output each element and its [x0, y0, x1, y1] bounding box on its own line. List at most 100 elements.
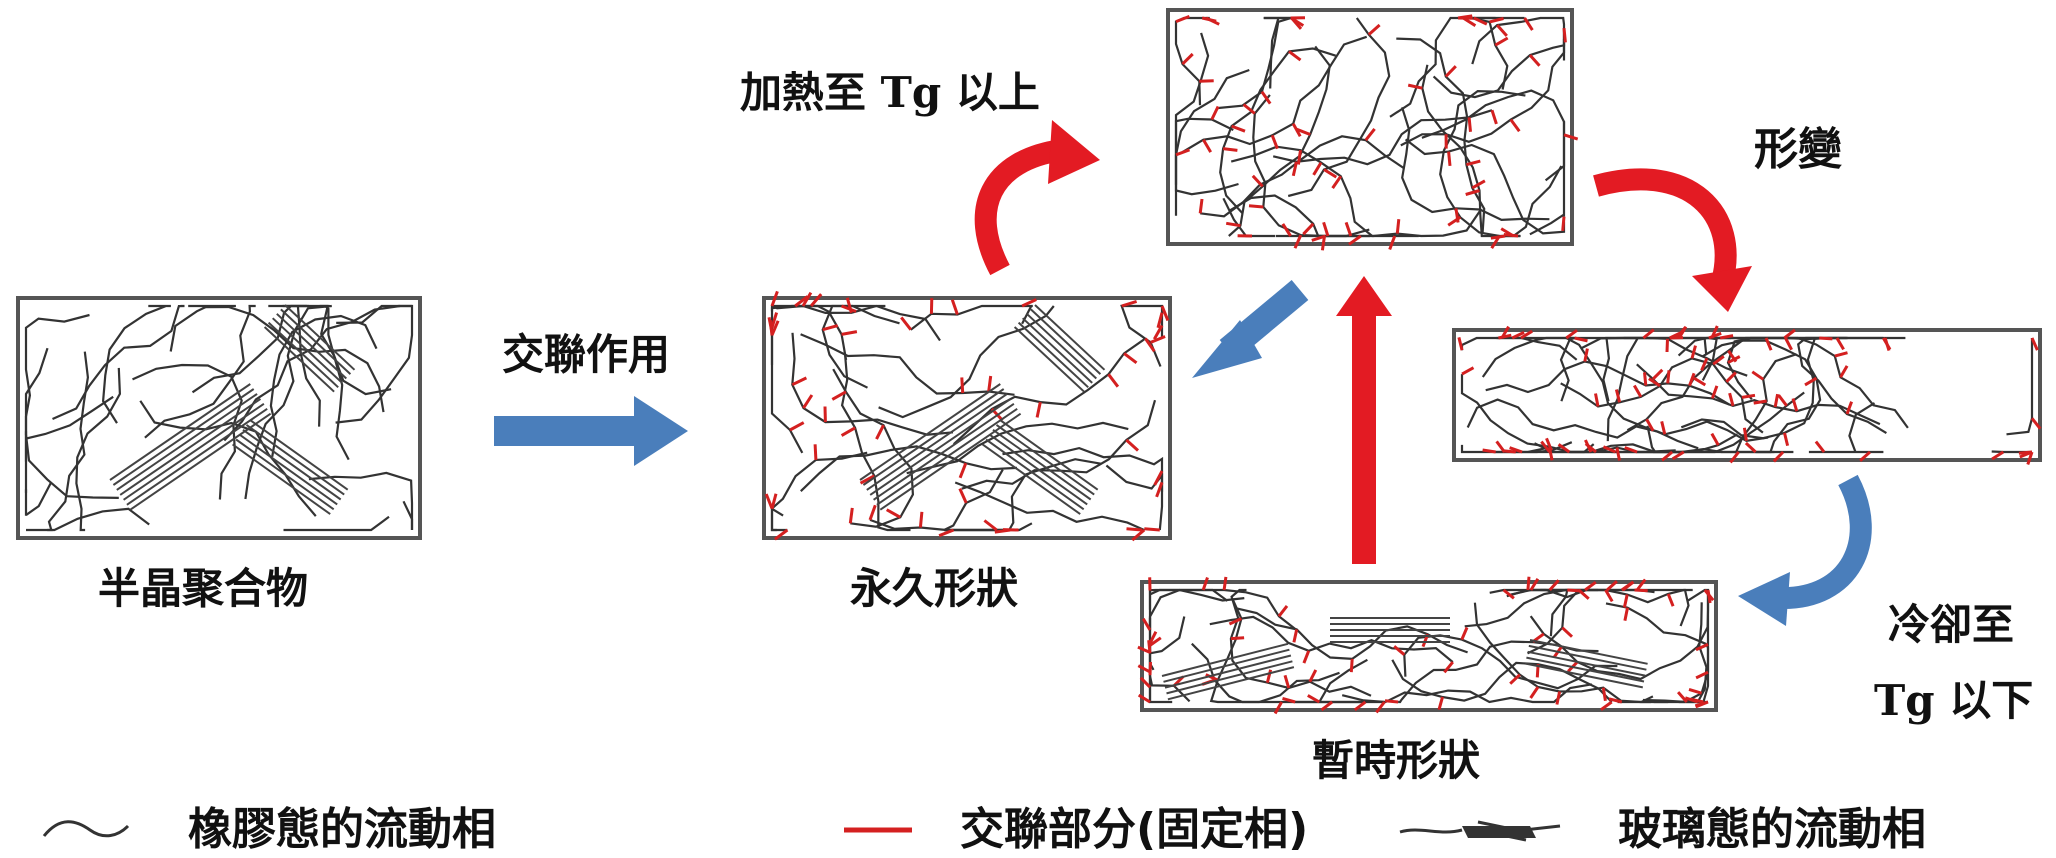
legend-rubbery-label: 橡膠態的流動相	[188, 804, 496, 855]
heated-state-chains	[1174, 14, 1579, 251]
label-cool-below-tg-line2: Tg 以下	[1874, 676, 2034, 725]
crosslink-segment	[1153, 470, 1164, 486]
polymer-chain	[800, 445, 1018, 492]
crosslink-segment	[2018, 450, 2033, 455]
crosslink-segment	[1367, 23, 1381, 36]
crosslink-segment	[831, 390, 847, 401]
crosslink-segment	[1741, 393, 1756, 399]
crosslink-segment	[1622, 594, 1629, 608]
crosslink-segment	[1457, 337, 1464, 351]
crosslink-segment	[1121, 299, 1138, 308]
crystalline-lamella	[876, 407, 1018, 506]
crosslink-segment	[1557, 443, 1571, 454]
crosslink-segment	[859, 474, 876, 485]
polymer-chain	[910, 304, 1033, 331]
crosslink-segment	[1291, 161, 1298, 177]
crosslink-segment	[1292, 629, 1299, 643]
crosslink-segment	[1783, 432, 1790, 447]
crosslink-segment	[1466, 159, 1481, 167]
crosslink-segment	[789, 421, 805, 432]
polymer-chain	[800, 333, 1015, 396]
crosslinking-arrow	[494, 396, 688, 466]
polymer-chain	[1391, 659, 1613, 703]
crosslink-segment	[1666, 370, 1671, 384]
crosslink-segment	[1265, 669, 1273, 683]
crosslink-segment	[1643, 372, 1648, 386]
crosslink-segment	[1700, 357, 1709, 372]
crosslink-segment	[1307, 694, 1321, 704]
crosslink-segment	[1349, 658, 1354, 673]
crosslink-segment	[802, 394, 814, 409]
polymer-chain	[144, 304, 256, 439]
polymer-chain	[101, 304, 171, 424]
crosslink-segment	[801, 291, 813, 307]
crosslink-segment	[1460, 626, 1469, 641]
crosslink-segment	[1281, 223, 1292, 237]
crosslink-segment	[1489, 17, 1504, 24]
crystalline-lamella	[1164, 654, 1292, 689]
crosslink-segment	[2030, 417, 2042, 430]
reheat-arrow	[1336, 276, 1392, 564]
crosslink-segment	[1548, 579, 1560, 592]
crosslink-segment	[1751, 370, 1765, 381]
crosslink-segment	[1198, 198, 1204, 214]
crosslink-segment	[1375, 701, 1386, 714]
crosslink-segment	[1210, 105, 1220, 121]
crosslink-segment	[1623, 607, 1629, 621]
crosslink-segment	[845, 297, 853, 314]
crosslink-segment	[1661, 450, 1674, 462]
crosslink-segment	[1695, 700, 1709, 709]
crosslink-segment	[950, 299, 959, 315]
crosslink-segment	[1676, 691, 1688, 703]
crosslink-segment	[1764, 337, 1773, 351]
crosslink-segment	[1139, 676, 1152, 689]
crosslink-segment	[1562, 27, 1567, 43]
polymer-chain	[283, 515, 390, 532]
crosslink-segment	[1753, 399, 1767, 405]
crosslink-segment	[1149, 636, 1162, 647]
polymer-chain	[1421, 64, 1521, 238]
crosslink-segment	[868, 504, 877, 521]
crosslink-segment	[1600, 700, 1613, 711]
polymer-chain	[1105, 464, 1164, 531]
crystalline-lamella	[1013, 326, 1085, 393]
crystalline-lamella	[1167, 666, 1295, 701]
crosslink-segment	[1845, 401, 1854, 415]
crosslink-segment	[1443, 661, 1454, 674]
crystalline-lamella	[1022, 317, 1093, 384]
crystalline-lamella	[272, 317, 343, 384]
crosslink-segment	[1437, 696, 1444, 711]
crosslink-segment	[1322, 221, 1330, 237]
crosslink-segment	[1282, 696, 1296, 704]
polymer-chain	[24, 482, 52, 516]
crystalline-lamella	[129, 412, 272, 511]
crosslink-segment	[885, 508, 902, 519]
crystalline-lamella	[109, 383, 251, 481]
crosslink-segment	[1791, 398, 1799, 412]
crosslink-segment	[1784, 337, 1793, 351]
crosslink-segment	[1021, 298, 1037, 308]
crosslink-segment	[1302, 650, 1311, 664]
crosslink-segment	[1273, 701, 1283, 715]
crosslink-segment	[1155, 481, 1164, 498]
heat-arrow	[974, 120, 1100, 276]
crosslink-segment	[960, 377, 965, 394]
crosslink-segment	[1695, 670, 1709, 680]
crystalline-lamella	[116, 393, 258, 491]
crosslink-segment	[1690, 345, 1697, 359]
crosslink-segment	[1251, 174, 1264, 188]
crosslink-segment	[1461, 366, 1475, 376]
crosslink-segment	[1706, 589, 1712, 604]
crosslink-segment	[1242, 103, 1256, 115]
crosslink-segment	[1231, 124, 1246, 133]
recovery-arrow	[1192, 280, 1309, 378]
crosslink-segment	[1454, 208, 1460, 223]
crosslink-segment	[1205, 673, 1219, 682]
polymer-chain	[770, 506, 784, 532]
crosslink-segment	[1137, 693, 1151, 704]
crosslink-segment	[1859, 450, 1871, 462]
crystalline-lamella	[276, 313, 347, 380]
polymer-chain	[1222, 197, 1276, 238]
crystalline-lamella	[862, 388, 1005, 486]
crosslink-segment	[1712, 355, 1725, 366]
